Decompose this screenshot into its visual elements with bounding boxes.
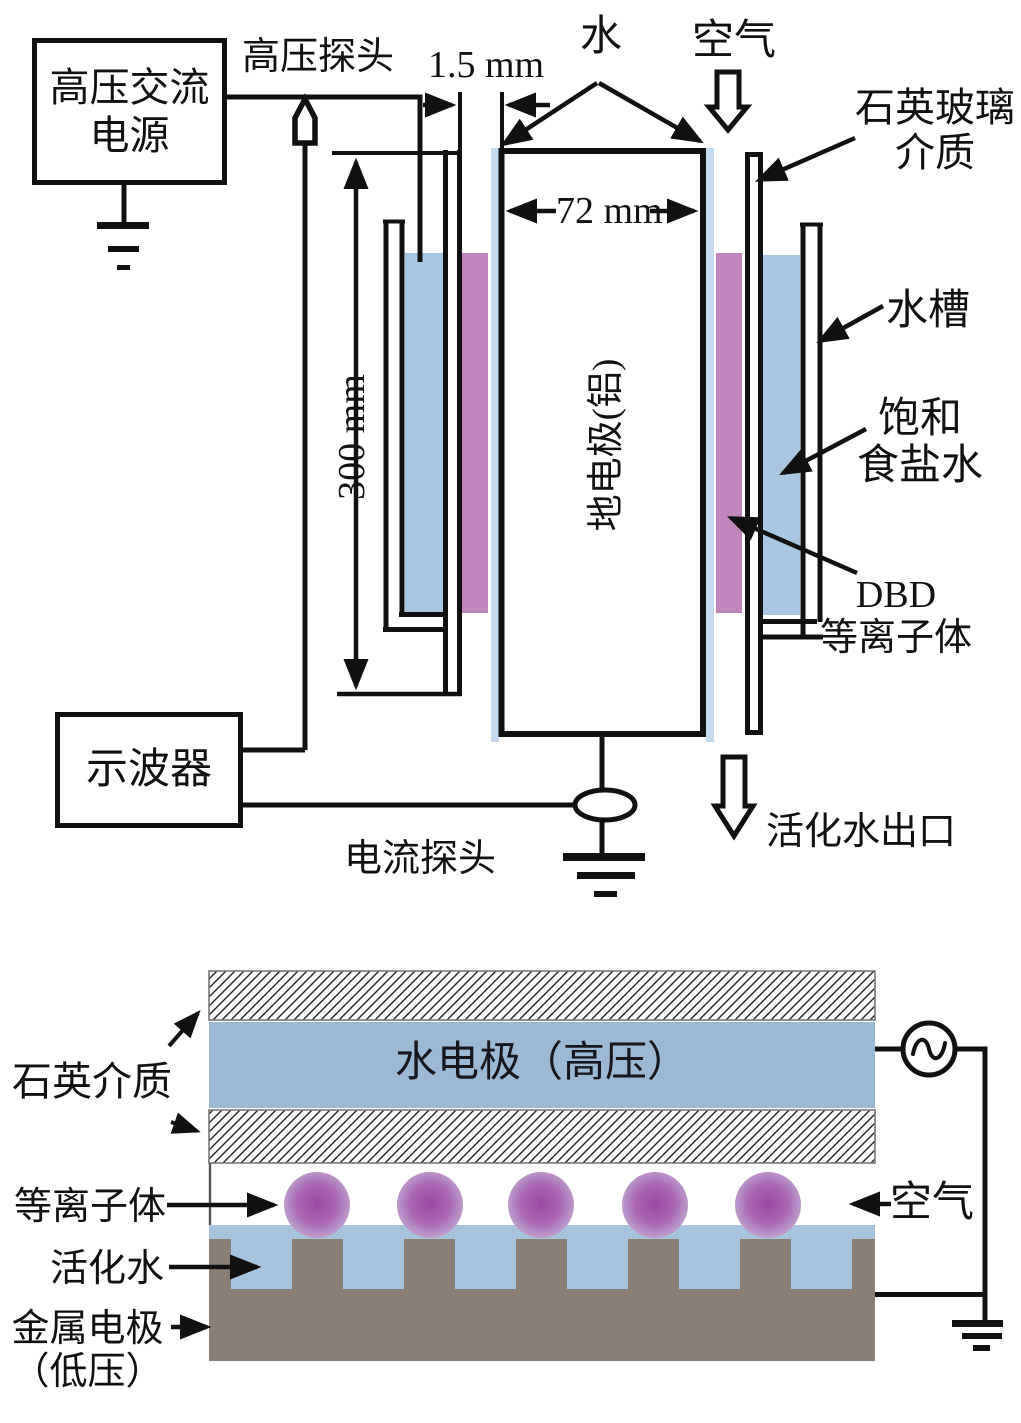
metal-tooth-3 [404,1239,455,1290]
dbd-plasma-label-line2: 等离子体 [820,616,973,659]
quartz2-label: 石英介质 [12,1059,172,1104]
metal-tooth-5 [628,1239,679,1290]
dbd-label-arrow [726,515,858,576]
ac-sine-glyph [911,1037,947,1060]
metal-electrode-label-line1: 金属电极 [11,1308,164,1350]
electrode-ground-bar2 [577,872,635,879]
plasma2-label: 等离子体 [14,1186,167,1228]
water-label-arrow-left [500,81,599,147]
plasma-strip-right [716,253,742,613]
brine-label-arrow [779,427,868,476]
quartz-dielectric-label: 石英玻璃 介质 [852,85,1018,176]
ground-electrode-label-text: 地电极(铝) [586,358,627,532]
water-electrode-layer [209,1022,875,1108]
hv-probe-symbol [292,93,318,146]
quartz-wall-right [745,152,763,735]
metal-tooth-1 [209,1239,231,1290]
quartz2-label-arrow-bottom [170,1112,201,1134]
oscilloscope-label: 示波器 [85,746,212,793]
psu-ground-bar1 [97,222,149,229]
metal-electrode-label-line2: （低压） [11,1350,164,1393]
salt-water-left [405,253,443,615]
hv-probe-label: 高压探头 [242,36,395,78]
height-dimension-label: 300 mm [252,337,452,537]
ground-electrode-tube [498,148,706,737]
water-outlet-arrow [710,754,758,841]
water-electrode-label: 水电极（高压） [394,1040,689,1086]
water-film-right [705,148,714,742]
quartz-layer-top [208,970,876,1021]
water-label-arrow-right [597,81,704,144]
metal-tooth-4 [516,1239,567,1290]
hv-wire [227,94,423,262]
metal-tooth-2 [292,1239,343,1290]
metal-tooth-7 [852,1239,875,1290]
water-film-left [491,148,499,742]
circuit-ground-bar1 [952,1320,1003,1327]
air2-label: 空气 [890,1180,975,1226]
plasma-ball-1 [284,1172,350,1238]
metal-electrode-label: 金属电极 （低压） [10,1308,165,1393]
plasma-ball-5 [735,1172,801,1238]
metal-electrode-base [209,1289,875,1361]
outlet-label: 活化水出口 [766,811,957,853]
salt-water-right [763,255,800,615]
power-supply-label-line1: 高压交流 [49,64,210,110]
dbd-plasma-label-line1: DBD [855,574,937,616]
dbd-plasma-label: DBD 等离子体 [820,574,972,659]
quartz-label-arrow [754,135,856,183]
air-inlet-arrow [703,69,753,134]
quartz2-label-arrow-top [167,1010,201,1048]
electrode-ground-bar3 [594,891,617,897]
oscilloscope-box: 示波器 [55,712,243,828]
plasma-ball-2 [397,1172,463,1238]
electrode-ground-bar1 [563,853,645,861]
power-supply-box: 高压交流 电源 [32,38,227,185]
ground-electrode-label: 地电极(铝) [502,345,702,545]
tank-label: 水槽 [886,288,971,334]
brine-label-line1: 饱和 [877,396,962,442]
current-probe-toroid [572,787,638,823]
plasma-strip-left [462,253,488,613]
quartz-dielectric-label-line2: 介质 [895,129,975,175]
psu-ground-bar2 [108,246,139,252]
circuit-ground-bar2 [962,1333,1002,1339]
gap-dimension-label: 1.5 mm [427,44,545,86]
height-dimension-text: 300 mm [331,374,373,500]
ac-wire-right [955,1046,988,1320]
air-label: 空气 [692,18,777,64]
power-supply-label-line2: 电源 [89,112,170,158]
tank-label-arrow [816,304,885,344]
water-label: 水 [580,14,623,60]
quartz-layer-bottom [208,1109,876,1164]
psu-ground-bar3 [117,265,130,270]
plasma-ball-3 [508,1172,574,1238]
brine-label: 饱和 食盐水 [855,396,985,490]
activated-water-label: 活化水 [50,1248,165,1290]
metal-tooth-6 [740,1239,791,1290]
quartz-dielectric-label-line1: 石英玻璃 [855,85,1015,130]
width-dimension-label: 72 mm [556,190,663,232]
brine-label-line2: 食盐水 [856,443,983,490]
current-probe-label: 电流探头 [344,838,497,880]
plasma-ball-4 [622,1172,688,1238]
circuit-ground-bar3 [973,1345,990,1351]
